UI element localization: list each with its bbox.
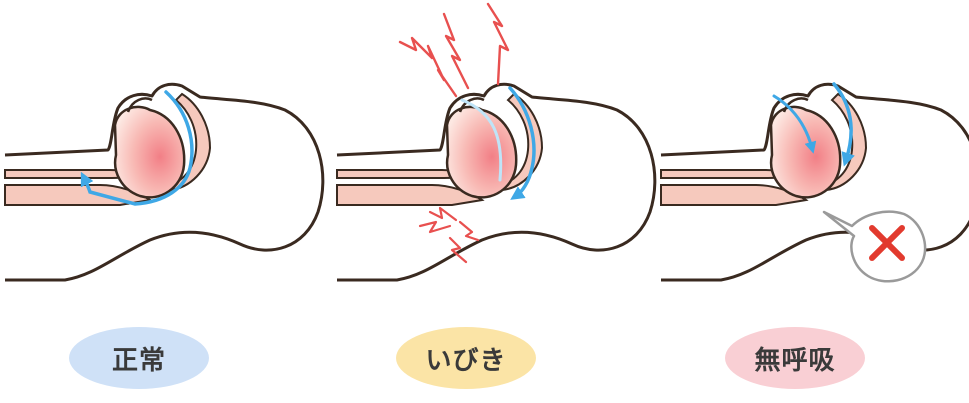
vibration-icon [418,206,480,264]
label-snoring: いびき [396,327,536,389]
label-apnea: 無呼吸 [725,327,865,389]
cross-mark-icon [869,225,905,261]
airflow-arrow [508,86,536,200]
airflow-arrow [772,94,817,154]
panel-apnea [659,82,969,283]
panel-normal [3,82,325,282]
panel-snoring [335,2,657,282]
airflow-arrow [832,82,855,167]
vibration-icon [398,2,510,98]
label-normal: 正常 [69,327,209,389]
blocked-callout [822,210,927,283]
airflow-arrow [80,90,194,206]
